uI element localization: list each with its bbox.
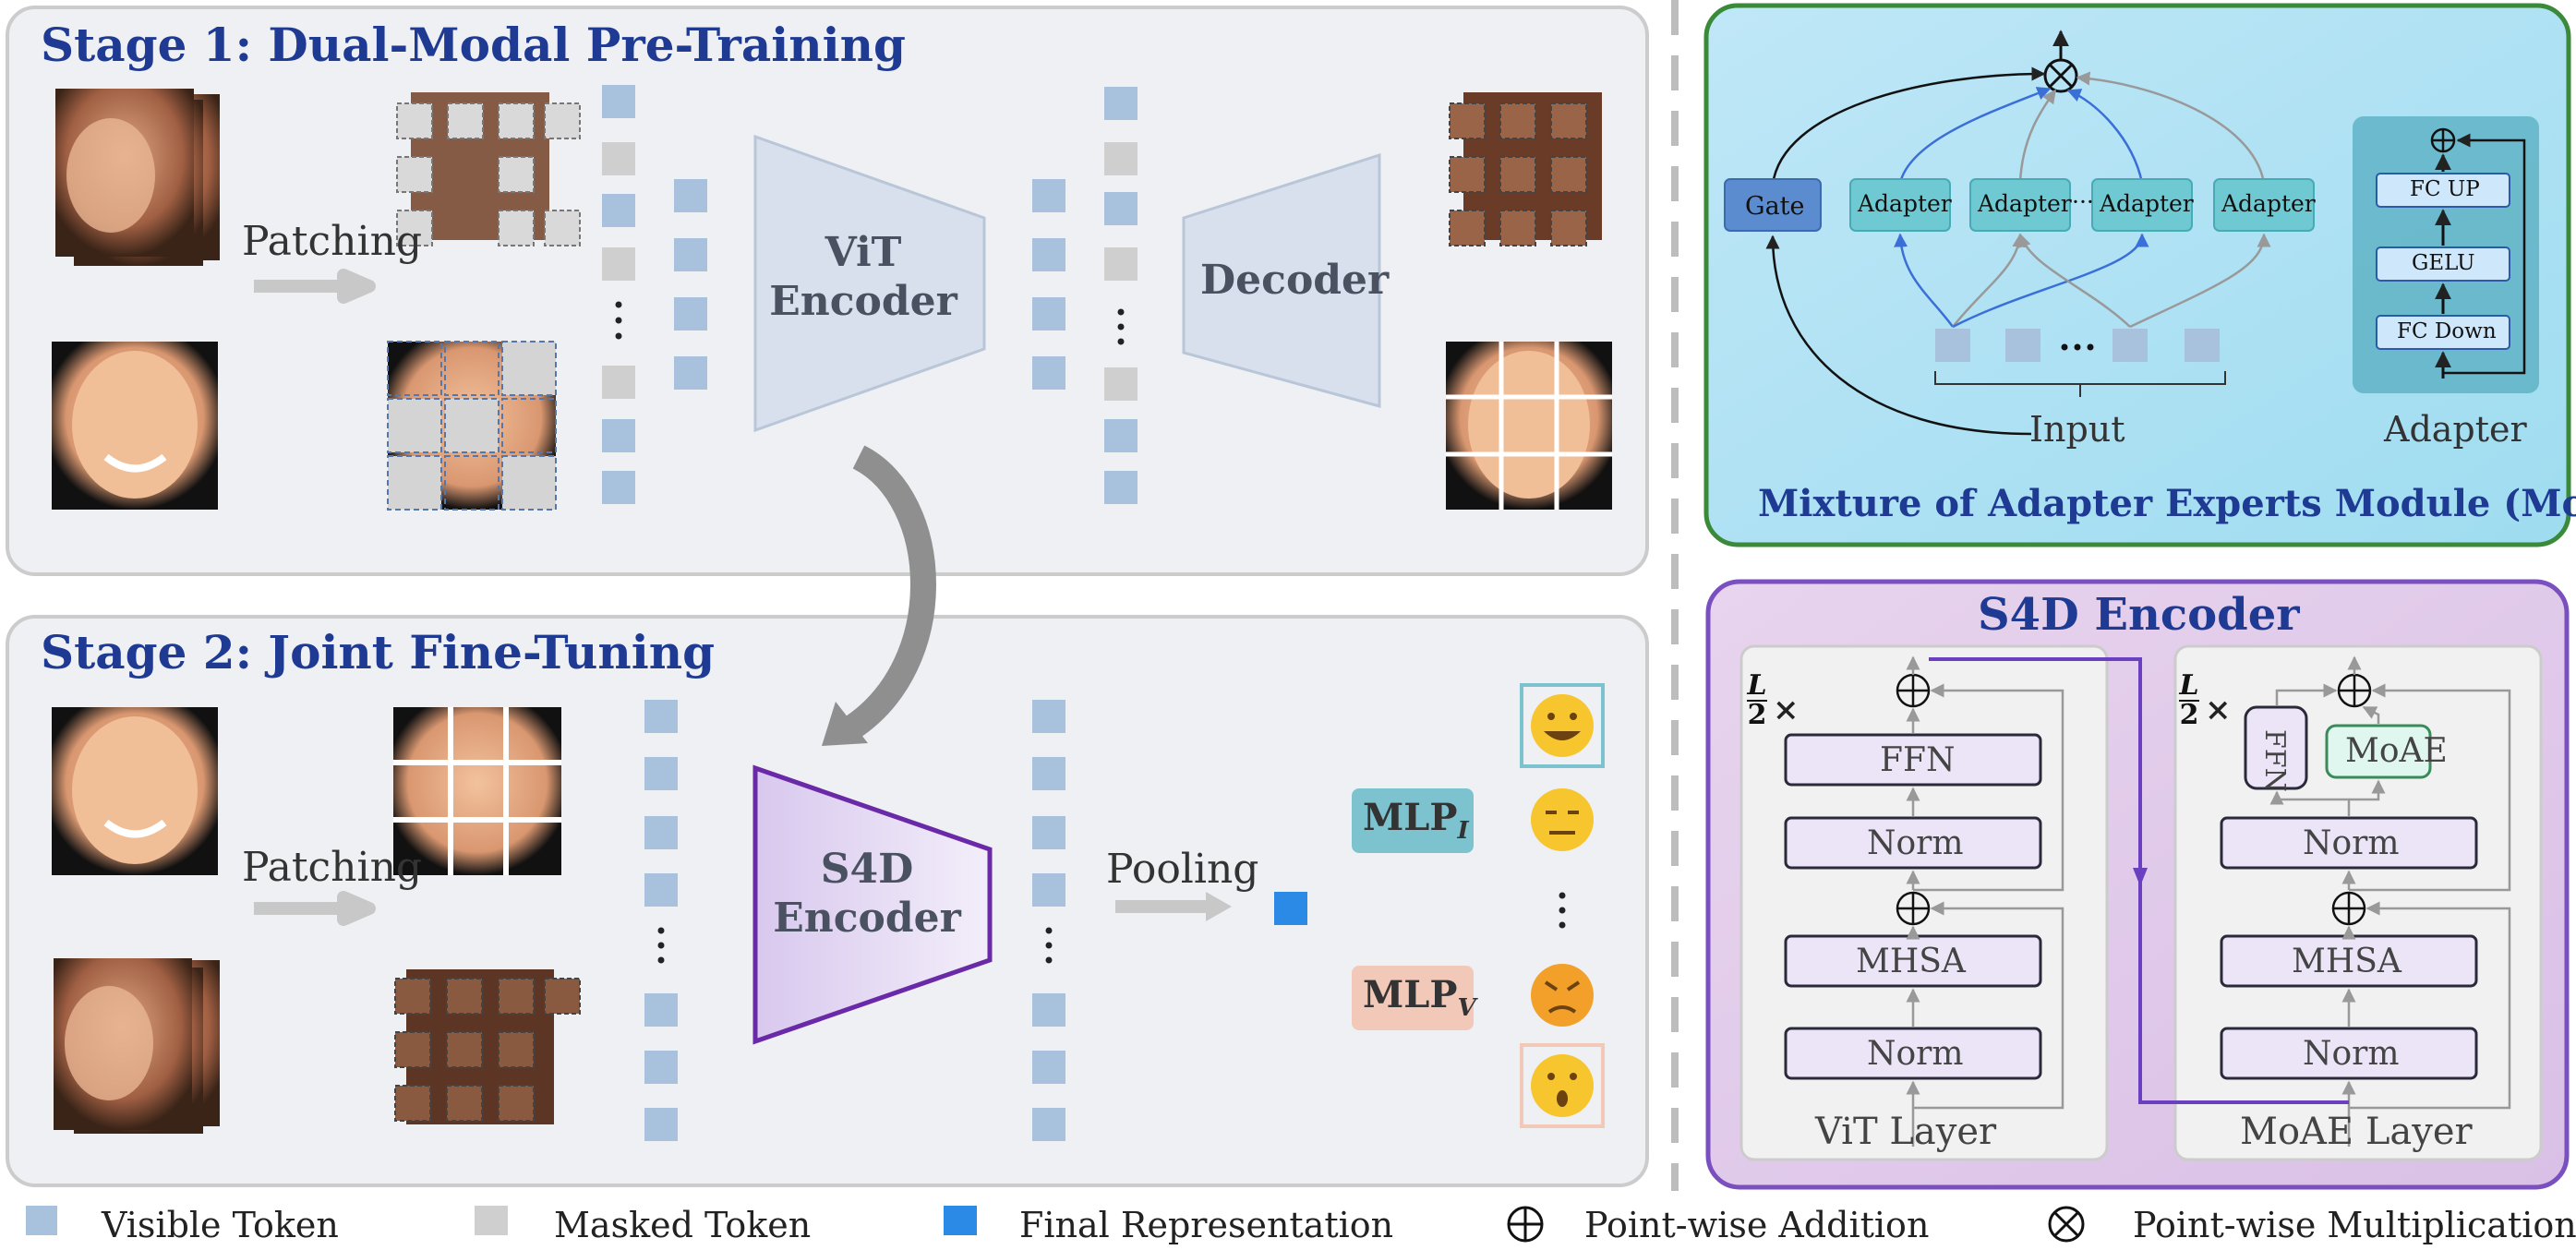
moae-layer-box <box>2173 644 2543 1161</box>
moae-diagram <box>1724 30 2539 436</box>
vit-encoder-block <box>753 134 986 433</box>
token-column-stage1-visible <box>674 179 707 390</box>
video-patches-stage2 <box>394 969 581 1124</box>
final-representation-token <box>1274 892 1307 925</box>
mlp-video-head <box>1352 966 1474 1030</box>
face-image-stage1 <box>52 342 218 510</box>
s4d-encoder-block <box>752 764 993 1045</box>
emoji-happy-icon <box>1520 683 1605 768</box>
token-column-stage2-output <box>1032 700 1065 1141</box>
face-video-stack-stage2 <box>54 958 220 1134</box>
image-patches-stage2 <box>393 707 561 875</box>
reconstructed-image <box>1446 342 1612 510</box>
gate-block <box>1724 178 1822 232</box>
weight-transfer-arrowhead <box>822 702 868 746</box>
adapter-block-1 <box>1849 178 1951 232</box>
token-column-stage1-full <box>1104 87 1138 504</box>
token-column-stage1-output <box>1032 179 1065 390</box>
emoji-ellipsis <box>1559 892 1566 929</box>
emoji-neutral-icon <box>1531 788 1594 851</box>
weight-transfer-arrow <box>842 445 936 740</box>
face-image-stage2 <box>52 707 218 875</box>
patching-arrow-stage1 <box>254 269 376 304</box>
adapter-block-2 <box>1969 178 2071 232</box>
token-column-stage2-input <box>644 700 678 1141</box>
patching-arrow-stage2 <box>254 891 376 926</box>
mlp-image-head <box>1352 788 1474 853</box>
emoji-angry-icon <box>1531 964 1594 1027</box>
emoji-surprised-icon <box>1520 1043 1605 1128</box>
token-column-stage1-input <box>602 85 635 504</box>
adapter-block-4 <box>2213 178 2315 232</box>
masked-image-patches <box>387 341 557 511</box>
face-video-stack-stage1 <box>55 89 220 266</box>
pooling-arrowhead <box>1206 892 1232 921</box>
decoder-block <box>1182 152 1381 408</box>
reconstructed-video <box>1449 92 1602 246</box>
legend <box>26 1206 2085 1243</box>
s4d-diagram <box>1739 644 2543 1161</box>
adapter-block-3 <box>2091 178 2193 232</box>
masked-video-patches <box>396 92 581 246</box>
vit-layer-box <box>1739 644 2109 1161</box>
